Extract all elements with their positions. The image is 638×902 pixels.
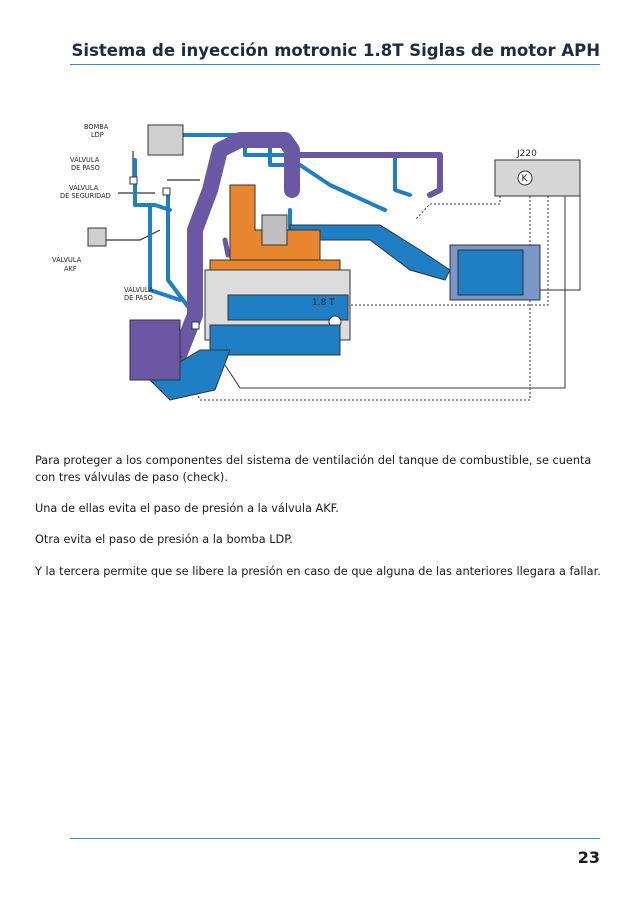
label-valvula-paso-1: VÁLVULA (70, 155, 100, 164)
label-bomba-ldp-2: LDP (91, 131, 104, 139)
ecu-j220 (494, 159, 581, 197)
header-rule (70, 64, 600, 65)
paragraph-4: Y la tercera permite que se libere la pr… (35, 565, 601, 578)
label-valvula-seguridad-2: DE SEGURIDAD (60, 192, 111, 200)
page-number: 23 (577, 848, 600, 867)
ecu-symbol: K (522, 174, 529, 184)
label-valvula-seguridad-1: VÁLVULA (69, 183, 99, 192)
valvula-akf (87, 227, 107, 247)
label-valvula-paso-bottom-2: DE PASO (124, 294, 153, 302)
page-title: Sistema de inyección motronic 1.8T Sigla… (71, 41, 600, 60)
footer-rule (70, 838, 600, 839)
label-valvula-paso-2: DE PASO (71, 164, 100, 172)
paragraph-1: Para proteger a los componentes del sist… (35, 454, 592, 484)
paragraph-3: Otra evita el paso de presión a la bomba… (35, 533, 293, 546)
ecu-label: J220 (516, 149, 537, 159)
label-valvula-akf-1: VÁLVULA (52, 255, 82, 264)
paragraph-2: Una de ellas evita el paso de presión a … (35, 502, 339, 515)
bomba-ldp (147, 124, 184, 156)
engine-label: 1.8 T (312, 298, 335, 308)
intake-system-diagram: J220 K 1.8 T BOMBA LDP VÁLVULA DE PASO V… (52, 123, 581, 401)
label-bomba-ldp-1: BOMBA (84, 123, 109, 131)
label-valvula-paso-bottom-1: VÁLVULA (124, 285, 154, 294)
label-valvula-akf-2: AKF (64, 265, 77, 273)
